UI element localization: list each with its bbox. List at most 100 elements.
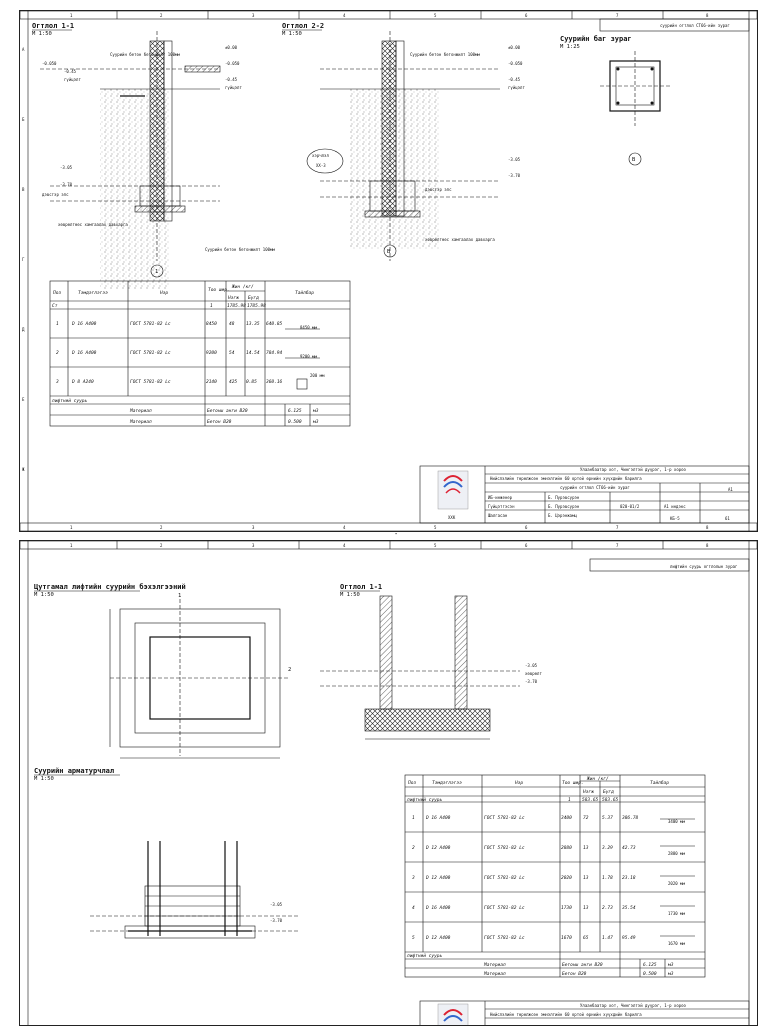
level-label: -0.45 — [225, 77, 238, 82]
table-cell: Материал — [129, 419, 152, 425]
lift-pit-section — [320, 595, 520, 740]
table-cell: D 16 A400 — [71, 321, 97, 327]
table-cell: 1.47 — [602, 935, 613, 941]
table-cell: 0.500 — [643, 971, 657, 977]
table-cell: 3 — [411, 875, 415, 881]
top-right-label-box — [599, 18, 750, 32]
table-cell: м3 — [667, 971, 674, 977]
table-cell: D 12 A400 — [425, 845, 451, 851]
node-id: ХХ-3 — [316, 163, 326, 168]
frost-label: хөврөлтөөс хамгаалах давхарга — [58, 222, 128, 227]
column-marker: 1 — [70, 13, 73, 18]
bar-length-note: 3400 мм — [668, 819, 685, 824]
sheet-label: суурийн огтлол СТ66-ийн зураг — [660, 23, 730, 28]
table-cell: 1670 — [561, 935, 572, 941]
level-label: ±0.00 — [225, 45, 238, 50]
project-name: Нийслэлийн төрөлжсөн эмнэлгийн 60 ортой … — [490, 476, 642, 481]
section-1-scale: М 1:50 — [32, 31, 52, 37]
top-coordinate-strip — [20, 11, 757, 20]
drawing-sheet-2: 1 2 3 4 5 6 7 8 лифтийн суурь огтлолын з… — [19, 540, 758, 1026]
level-label: -3.70 — [525, 679, 538, 684]
table-cell: 65 — [583, 935, 589, 941]
table-cell: D 16 A400 — [71, 350, 97, 356]
table-header: Тэмдэглэгээ — [78, 290, 108, 296]
top-coordinate-strip — [20, 541, 757, 550]
table-cell: 1 — [568, 797, 571, 803]
table-cell: Бетоны анги B20 — [562, 962, 603, 968]
project-name: Нийслэлийн төрөлжсөн эмнэлгийн 60 ортой … — [490, 1012, 642, 1017]
column-marker: 5 — [434, 525, 437, 530]
row-marker: Б — [22, 117, 25, 122]
level-label: -3.05 — [508, 157, 521, 162]
table-cell: 583.65 — [582, 797, 599, 803]
table-header: Нэр — [159, 290, 168, 296]
table-row: 2 D 12 A400 ГОСТ 5781-82 Lc 2880 13 3.29… — [412, 845, 685, 856]
column-markers: 1 2 3 4 5 6 7 8 1 2 3 4 5 6 7 8 — [70, 11, 709, 530]
table-header: Поз — [407, 780, 416, 786]
table-subheader: Бүгд — [603, 789, 614, 795]
title-block-partial — [419, 1000, 750, 1025]
table-row: 5 D 12 A400 ГОСТ 5781-82 Lc 1670 65 1.47… — [412, 935, 685, 946]
plan-scale: М 1:50 — [34, 592, 54, 598]
table-header: Поз — [52, 290, 61, 296]
mark-b: В — [387, 249, 391, 255]
table-cell: 583.65 — [602, 797, 619, 803]
section-title: Огтлол 1-1 — [340, 583, 382, 591]
sand-label: дэвсгэр элс — [42, 192, 69, 197]
level-label: -0.050 — [508, 61, 523, 66]
table-cell: ГОСТ 5781-82 Lc — [484, 935, 525, 941]
bar-length-note: 1670 мм — [668, 941, 685, 946]
section-2-title: Огтлол 2-2 — [282, 22, 324, 30]
table-cell: 2.73 — [602, 905, 613, 911]
table-cell: 23.18 — [622, 875, 636, 881]
column-marker: 8 — [706, 13, 709, 18]
level-label: хөврөлт — [525, 671, 542, 676]
level-label: -3.70 — [508, 173, 521, 178]
table-row: 1 D 16 A400 ГОСТ 5781-82 Lc 8450 48 13.3… — [56, 321, 317, 330]
callout-note: Суурийн бетон бетонжилт 100мм — [110, 52, 180, 57]
table-cell: D 12 A400 — [425, 875, 451, 881]
table-row: 1 D 16 A400 ГОСТ 5781-82 Lc 3400 72 5.37… — [412, 815, 685, 824]
level-label: -3.05 — [270, 902, 283, 907]
table-cell: 13 — [583, 875, 589, 881]
level-label: ±0.00 — [508, 45, 521, 50]
table-cell: 0.500 — [288, 419, 302, 425]
table-cell: 1 — [210, 303, 213, 309]
table-row: 4 D 16 A400 ГОСТ 5781-82 Lc 1730 13 2.73… — [412, 905, 685, 916]
role-label: Гүйцэтгэсэн — [488, 504, 515, 509]
title-block — [419, 465, 750, 524]
drawing-sheet-1: 1 2 3 4 5 6 7 8 1 2 3 4 5 6 7 8 А Б В Г … — [19, 10, 758, 532]
table-header: Жин /кг/ — [231, 284, 254, 290]
pile-section-title: Суурийн баг зураг — [560, 35, 632, 43]
rebar-detail — [90, 841, 300, 939]
table-cell: ГОСТ 5781-82 Lc — [130, 350, 171, 356]
callout-note: Суурийн бетон бетонжилт 100мм — [410, 52, 480, 57]
sheet-2-canvas: 1 2 3 4 5 6 7 8 лифтийн суурь огтлолын з… — [20, 541, 757, 1025]
table-cell: ГОСТ 5781-82 Lc — [130, 321, 171, 327]
table-cell: 2 — [56, 350, 59, 356]
level-label: -3.05 — [525, 663, 538, 668]
table-cell: 13 — [583, 905, 589, 911]
table-group-title: лифтний суурь — [406, 797, 443, 803]
level-label: -0.45 — [508, 77, 521, 82]
column-marker: 5 — [434, 13, 437, 18]
person-name: Б. Пүрэвсүрэн — [548, 495, 580, 500]
foundation-plan — [109, 599, 290, 759]
column-marker: 7 — [616, 525, 619, 530]
sheet-1-canvas: 1 2 3 4 5 6 7 8 1 2 3 4 5 6 7 8 А Б В Г … — [20, 11, 757, 531]
table-cell: 3.29 — [601, 845, 613, 851]
table-subheader: Бүгд — [248, 295, 259, 301]
bar-length-note: 8450 мм — [300, 325, 317, 330]
stage: А1 — [728, 487, 733, 492]
table-cell: 425 — [229, 379, 237, 385]
pile-section-scale: М 1:25 — [560, 44, 580, 50]
column-marker: 8 — [706, 525, 709, 530]
column-marker: 5 — [434, 543, 437, 548]
table-header: Тоо шир. — [562, 780, 584, 786]
material-row: Материал Бетоны анги B20 6.125 м3 — [129, 408, 319, 414]
scale-index: А1 индэкс — [664, 504, 686, 509]
sheet-id: КБ-5 — [670, 516, 680, 521]
table-footer-title: лифтний суурь — [51, 398, 88, 404]
column-marker: 4 — [343, 525, 346, 530]
row-marker: Е — [22, 397, 25, 402]
